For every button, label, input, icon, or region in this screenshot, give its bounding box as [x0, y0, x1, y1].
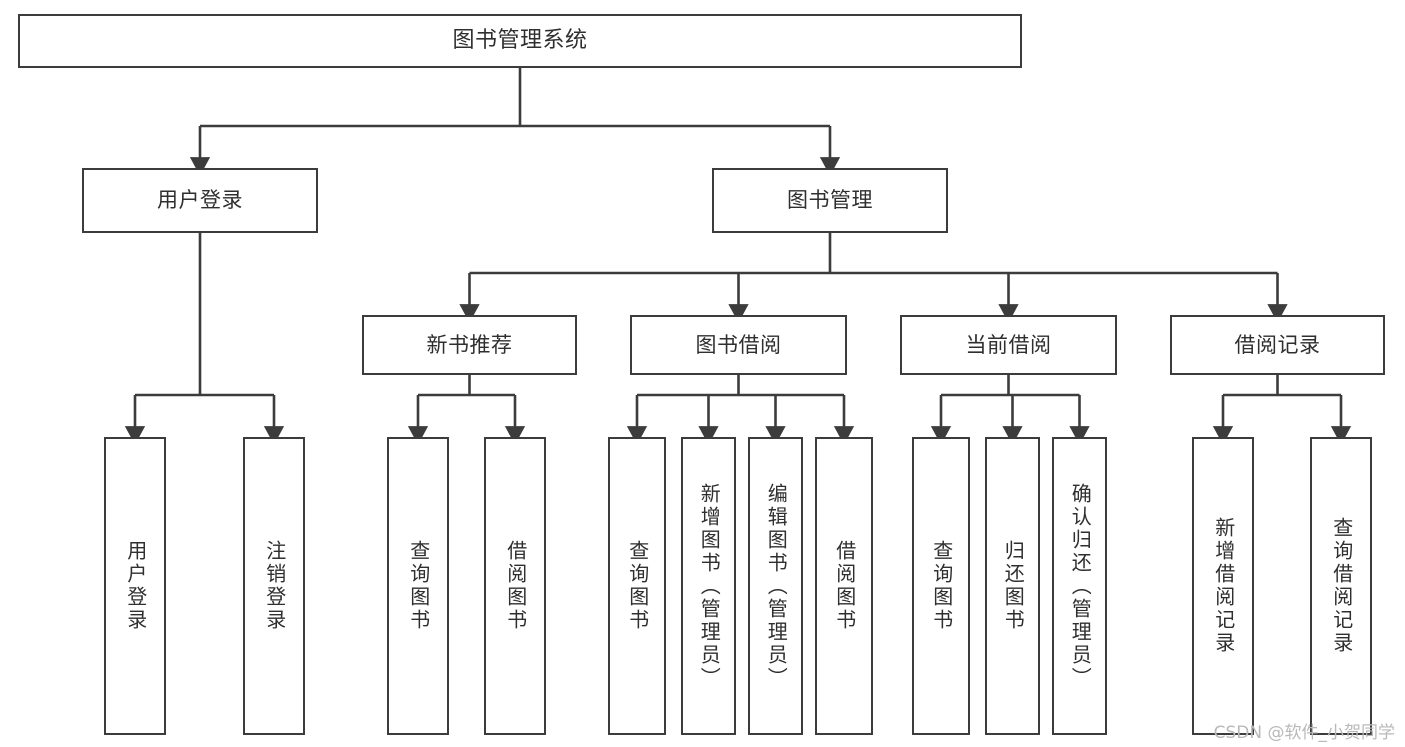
node-leaf-add-book[interactable]: 新增图书（管理员）: [681, 437, 736, 735]
node-label: 查询借阅记录: [1329, 517, 1354, 655]
node-label: 确认归还（管理员）: [1068, 482, 1093, 690]
node-book-manage[interactable]: 图书管理: [712, 168, 948, 233]
node-label: 查询图书: [406, 540, 431, 632]
node-new-book-rec[interactable]: 新书推荐: [362, 315, 577, 375]
node-label: 借阅记录: [1234, 332, 1321, 357]
node-leaf-query-book-3[interactable]: 查询图书: [912, 437, 970, 735]
node-current-borrow[interactable]: 当前借阅: [900, 315, 1117, 375]
node-label: 借阅图书: [832, 540, 857, 632]
node-label: 图书管理系统: [452, 28, 588, 54]
node-label: 用户登录: [123, 540, 148, 632]
node-leaf-query-book-1[interactable]: 查询图书: [387, 437, 449, 735]
node-label: 归还图书: [1001, 540, 1026, 632]
node-book-borrow[interactable]: 图书借阅: [630, 315, 847, 375]
node-leaf-edit-book[interactable]: 编辑图书（管理员）: [748, 437, 803, 735]
node-leaf-query-book-2[interactable]: 查询图书: [608, 437, 666, 735]
node-label: 注销登录: [262, 540, 287, 632]
node-leaf-confirm-return[interactable]: 确认归还（管理员）: [1052, 437, 1107, 735]
node-leaf-add-record[interactable]: 新增借阅记录: [1192, 437, 1254, 735]
node-root[interactable]: 图书管理系统: [18, 14, 1022, 68]
node-user-login[interactable]: 用户登录: [82, 168, 318, 233]
watermark: CSDN @软件_小贺同学: [1213, 723, 1395, 743]
node-label: 当前借阅: [965, 332, 1052, 357]
node-leaf-borrow-book-1[interactable]: 借阅图书: [484, 437, 546, 735]
node-leaf-user-login[interactable]: 用户登录: [104, 437, 166, 735]
node-label: 借阅图书: [503, 540, 528, 632]
node-label: 查询图书: [625, 540, 650, 632]
node-label: 用户登录: [157, 188, 243, 213]
node-leaf-return-book[interactable]: 归还图书: [985, 437, 1040, 735]
node-label: 图书借阅: [695, 332, 782, 357]
node-label: 新书推荐: [426, 332, 513, 357]
node-leaf-query-record[interactable]: 查询借阅记录: [1310, 437, 1372, 735]
node-label: 新增借阅记录: [1211, 517, 1236, 655]
node-label: 新增图书（管理员）: [697, 482, 722, 690]
node-borrow-record[interactable]: 借阅记录: [1170, 315, 1385, 375]
node-leaf-borrow-book-2[interactable]: 借阅图书: [815, 437, 873, 735]
node-label: 编辑图书（管理员）: [764, 482, 789, 690]
node-label: 图书管理: [787, 188, 873, 213]
node-leaf-user-logout[interactable]: 注销登录: [243, 437, 305, 735]
node-label: 查询图书: [929, 540, 954, 632]
